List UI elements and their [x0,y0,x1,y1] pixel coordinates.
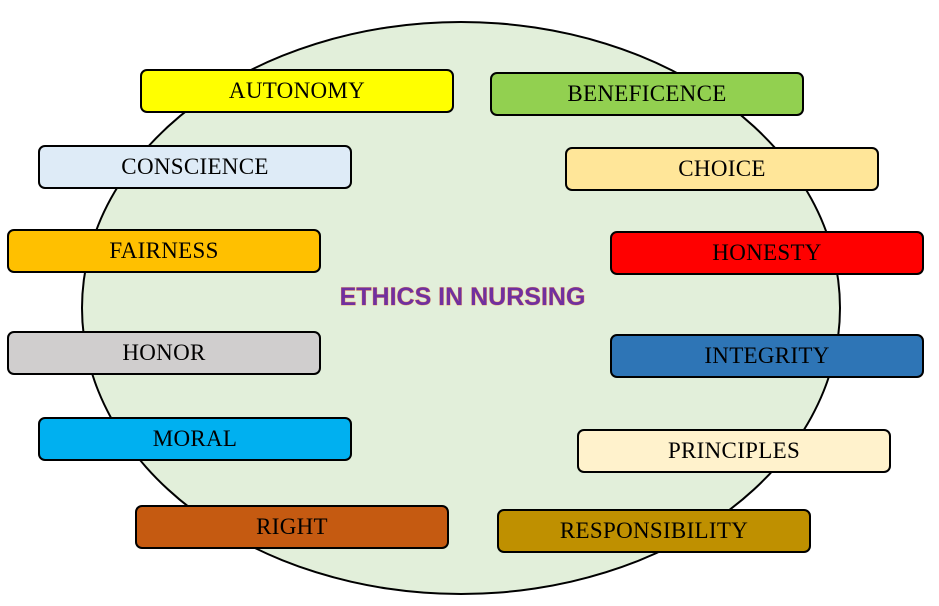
concept-box-honesty: HONESTY [610,231,924,275]
concept-box-choice: CHOICE [565,147,879,191]
concept-label: HONESTY [712,240,822,265]
concept-label: CHOICE [678,156,766,181]
concept-box-moral: MORAL [38,417,352,461]
concept-label: AUTONOMY [228,78,366,103]
concept-label: RIGHT [256,514,328,539]
concept-box-autonomy: AUTONOMY [140,69,454,113]
concept-label: CONSCIENCE [121,154,269,179]
concept-box-right: RIGHT [135,505,449,549]
concept-box-responsibility: RESPONSIBILITY [497,509,811,553]
concept-label: INTEGRITY [704,343,830,368]
concept-box-integrity: INTEGRITY [610,334,924,378]
concept-label: HONOR [122,340,206,365]
concept-box-principles: PRINCIPLES [577,429,891,473]
concept-label: MORAL [152,426,238,451]
concept-box-conscience: CONSCIENCE [38,145,352,189]
concept-box-fairness: FAIRNESS [7,229,321,273]
diagram-title: ETHICS IN NURSING [339,283,586,312]
concept-label: PRINCIPLES [667,438,801,463]
concept-label: FAIRNESS [109,238,219,263]
concept-label: BENEFICENCE [567,81,727,106]
concept-box-honor: HONOR [7,331,321,375]
central-ellipse [81,21,841,595]
concept-box-beneficence: BENEFICENCE [490,72,804,116]
concept-label: RESPONSIBILITY [559,518,749,543]
